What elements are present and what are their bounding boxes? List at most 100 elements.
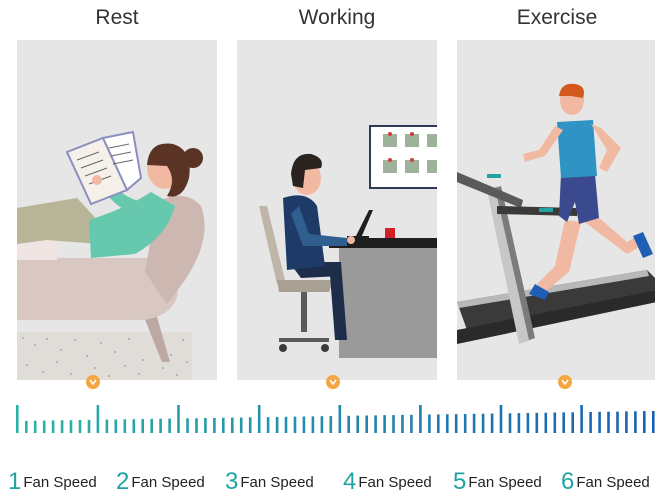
scale-tick <box>490 413 494 433</box>
scale-tick <box>177 405 180 433</box>
scale-tick <box>141 419 144 433</box>
scale-tick <box>168 418 171 433</box>
scale-tick <box>446 414 449 433</box>
scale-tick <box>589 412 592 433</box>
exercise-illustration <box>457 40 655 380</box>
scale-tick <box>87 419 91 433</box>
working-illustration <box>237 40 437 380</box>
scale-tick <box>580 405 583 433</box>
speed-number: 3 <box>225 468 239 495</box>
scale-tick <box>25 420 28 433</box>
mode-marker-working[interactable] <box>326 375 340 389</box>
scale-tick <box>643 411 646 433</box>
scale-tick <box>302 416 306 433</box>
scale-tick <box>463 414 467 433</box>
scale-tick <box>598 411 601 433</box>
speed-text: Fan Speed <box>358 473 432 491</box>
scale-tick <box>231 417 234 433</box>
scale-tick <box>213 417 216 433</box>
scale-tick <box>616 411 619 433</box>
speed-text: Fan Speed <box>131 473 205 491</box>
scale-tick <box>239 417 243 433</box>
scale-tick <box>248 417 252 433</box>
scale-tick <box>33 420 37 433</box>
mode-title-working: Working <box>298 6 376 29</box>
scale-tick <box>275 416 279 433</box>
scale-tick <box>311 416 315 433</box>
speed-text: Fan Speed <box>576 473 650 491</box>
scale-tick <box>625 411 628 433</box>
scale-tick <box>320 416 324 433</box>
scale-tick <box>123 419 127 433</box>
scale-tick <box>42 420 46 433</box>
scale-tick <box>571 412 574 433</box>
scale-tick <box>186 418 189 433</box>
scale-tick <box>517 413 521 433</box>
scale-tick <box>356 415 359 433</box>
mode-title-rest: Rest <box>95 6 139 29</box>
scale-tick <box>114 419 118 433</box>
scale-tick <box>105 419 109 433</box>
scale-tick <box>419 405 422 433</box>
scale-tick <box>499 405 503 433</box>
speed-text: Fan Speed <box>468 473 542 491</box>
mode-marker-rest[interactable] <box>86 375 100 389</box>
speed-number: 5 <box>453 468 467 495</box>
scale-tick <box>150 418 153 433</box>
mode-title-exercise: Exercise <box>516 6 598 29</box>
scale-tick <box>607 411 610 433</box>
scale-tick <box>266 417 270 433</box>
scale-tick <box>401 414 404 433</box>
fan-speed-scale <box>16 405 655 433</box>
scale-tick <box>428 414 431 433</box>
scale-tick <box>293 416 297 433</box>
scale-tick <box>634 411 637 433</box>
scale-tick <box>481 413 485 433</box>
rest-illustration <box>17 40 217 380</box>
scale-tick <box>365 415 368 433</box>
scale-tick <box>347 415 350 433</box>
scale-tick <box>472 413 476 433</box>
scale-tick <box>454 414 458 433</box>
speed-text: Fan Speed <box>23 473 97 491</box>
scale-tick <box>204 418 207 433</box>
scale-tick <box>60 420 64 433</box>
scale-tick <box>544 412 548 433</box>
scale-tick <box>51 420 55 433</box>
scale-tick <box>16 405 19 433</box>
scale-tick <box>562 412 565 433</box>
scale-tick <box>257 405 261 433</box>
scale-tick <box>329 416 333 433</box>
scale-tick <box>338 405 342 433</box>
mode-marker-exercise[interactable] <box>558 375 572 389</box>
scale-tick <box>96 405 100 433</box>
scale-tick <box>526 413 530 433</box>
scale-tick <box>222 417 225 433</box>
speed-number: 2 <box>116 468 130 495</box>
scale-tick <box>553 412 557 433</box>
scale-tick <box>78 420 82 433</box>
speed-number: 4 <box>343 468 357 495</box>
scale-tick <box>383 415 386 433</box>
speed-text: Fan Speed <box>240 473 314 491</box>
scale-tick <box>69 420 73 433</box>
speed-number: 6 <box>561 468 575 495</box>
scale-tick <box>437 414 440 433</box>
scale-tick <box>392 415 395 433</box>
scale-tick <box>132 419 136 433</box>
scale-tick <box>195 418 198 433</box>
scale-tick <box>508 413 512 433</box>
scale-tick <box>284 416 288 433</box>
scale-tick <box>535 412 539 433</box>
scale-tick <box>652 411 655 433</box>
scale-tick <box>159 418 162 433</box>
scale-tick <box>410 414 413 433</box>
scale-tick <box>374 415 377 433</box>
speed-number: 1 <box>8 468 22 495</box>
